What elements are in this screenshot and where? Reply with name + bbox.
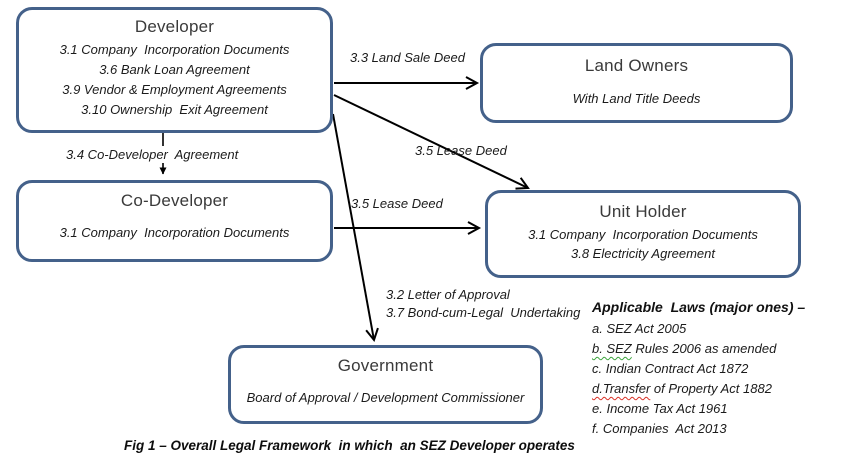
node-government-title: Government [337, 356, 434, 375]
node-land-owners-title: Land Owners [584, 56, 689, 75]
arrow-developer-to-unitholder [333, 94, 530, 190]
node-item: 3.1 Company Incorporation Documents [59, 42, 290, 57]
node-item: 3.1 Company Incorporation Documents [528, 227, 758, 242]
law-item: e. Income Tax Act 1961 [592, 399, 840, 419]
law-item: c. Indian Contract Act 1872 [592, 359, 840, 379]
node-government: Government Board of Approval / Developme… [228, 345, 543, 424]
applicable-laws-title: Applicable Laws (major ones) – [592, 299, 806, 315]
node-co-developer-title: Co-Developer [120, 191, 229, 210]
spellcheck-marked-text: b. SEZ [592, 341, 632, 356]
edge-label-lease-deed-lower: 3.5 Lease Deed [351, 196, 443, 211]
node-item: 3.8 Electricity Agreement [570, 246, 716, 261]
node-co-developer: Co-Developer 3.1 Company Incorporation D… [16, 180, 333, 262]
law-text: e. Income Tax Act 1961 [592, 401, 728, 416]
node-item: 3.9 Vendor & Employment Agreements [62, 82, 287, 97]
node-developer-items: 3.1 Company Incorporation Documents 3.6 B… [19, 40, 330, 120]
node-developer: Developer 3.1 Company Incorporation Docu… [16, 7, 333, 133]
node-unit-holder-title: Unit Holder [599, 202, 687, 221]
edge-label-lease-deed-upper: 3.5 Lease Deed [415, 143, 507, 158]
applicable-laws-block: Applicable Laws (major ones) – a. SEZ Ac… [592, 299, 840, 439]
edge-label-letter-of-approval: 3.2 Letter of Approval [386, 287, 510, 302]
node-land-owners: Land Owners With Land Title Deeds [480, 43, 793, 123]
law-item: a. SEZ Act 2005 [592, 319, 840, 339]
law-text: of Property Act 1882 [650, 381, 772, 396]
law-item: d.Transfer of Property Act 1882 [592, 379, 840, 399]
law-text: c. Indian Contract Act 1872 [592, 361, 749, 376]
node-developer-title: Developer [134, 17, 215, 36]
law-item: f. Companies Act 2013 [592, 419, 840, 439]
law-text: Rules 2006 as amended [631, 341, 777, 356]
node-unit-holder: Unit Holder 3.1 Company Incorporation Do… [485, 190, 801, 278]
node-land-owners-subtitle: With Land Title Deeds [572, 91, 701, 106]
law-item: b. SEZ Rules 2006 as amended [592, 339, 840, 359]
edge-label-land-sale-deed: 3.3 Land Sale Deed [350, 50, 465, 65]
spellcheck-marked-text: d.Transfer [592, 381, 651, 396]
node-government-subtitle: Board of Approval / Development Commissi… [246, 390, 525, 405]
law-text: f. Companies Act 2013 [592, 421, 727, 436]
node-item: 3.1 Company Incorporation Documents [59, 225, 290, 240]
node-item: 3.6 Bank Loan Agreement [99, 62, 250, 77]
edge-label-bond-cum-legal-undertaking: 3.7 Bond-cum-Legal Undertaking [386, 305, 581, 320]
node-item: 3.10 Ownership Exit Agreement [81, 102, 268, 117]
node-unit-holder-items: 3.1 Company Incorporation Documents 3.8 E… [488, 225, 798, 263]
node-co-developer-items: 3.1 Company Incorporation Documents [19, 223, 330, 243]
edge-label-co-developer-agreement: 3.4 Co-Developer Agreement [62, 146, 243, 163]
law-text: a. SEZ Act 2005 [592, 321, 687, 336]
applicable-laws-list: a. SEZ Act 2005 b. SEZ Rules 2006 as amen… [592, 319, 840, 439]
figure-caption: Fig 1 – Overall Legal Framework in which… [124, 438, 575, 453]
